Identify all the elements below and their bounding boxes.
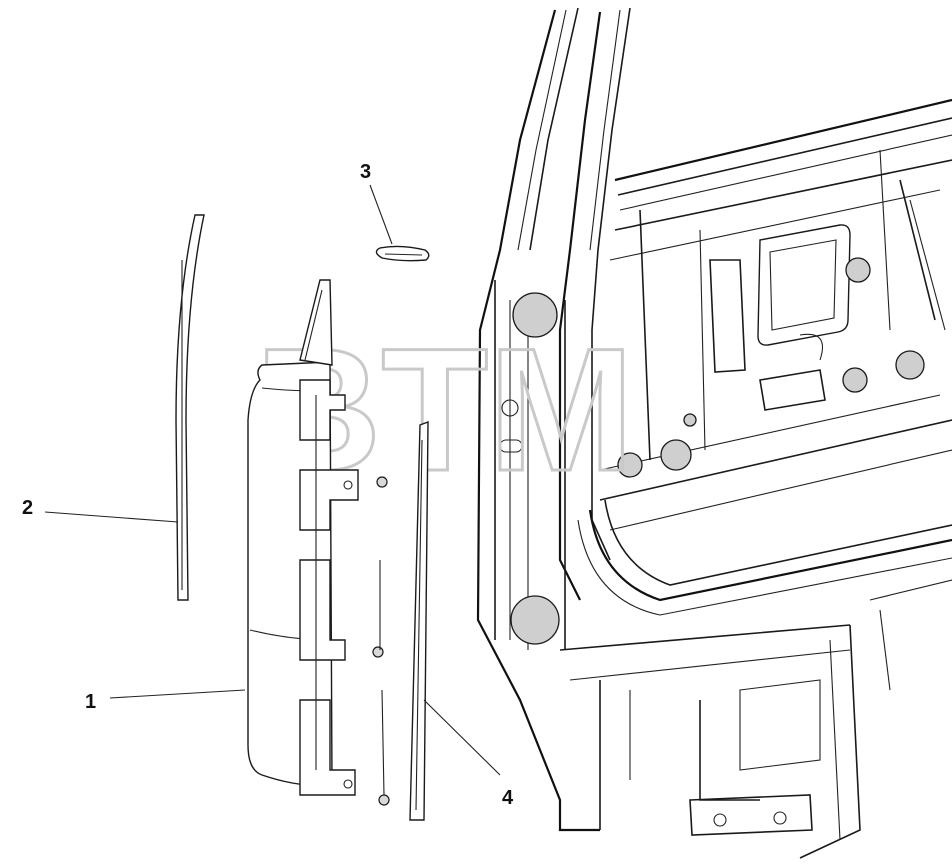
callout-2: 2 — [22, 497, 33, 519]
part-weatherstrip — [175, 214, 205, 601]
pillar-hole-lower — [510, 595, 560, 645]
callout-4: 4 — [502, 787, 514, 809]
cab-body-frame — [476, 7, 952, 859]
part-end-cap-panel — [247, 279, 359, 796]
callout-1: 1 — [85, 691, 96, 713]
part-seal-strip — [409, 420, 429, 821]
part-trim-clip — [375, 245, 430, 262]
callout-3: 3 — [360, 161, 371, 183]
leader-lines — [44, 184, 501, 776]
pillar-hole-upper — [512, 292, 558, 338]
fasteners — [372, 476, 390, 806]
